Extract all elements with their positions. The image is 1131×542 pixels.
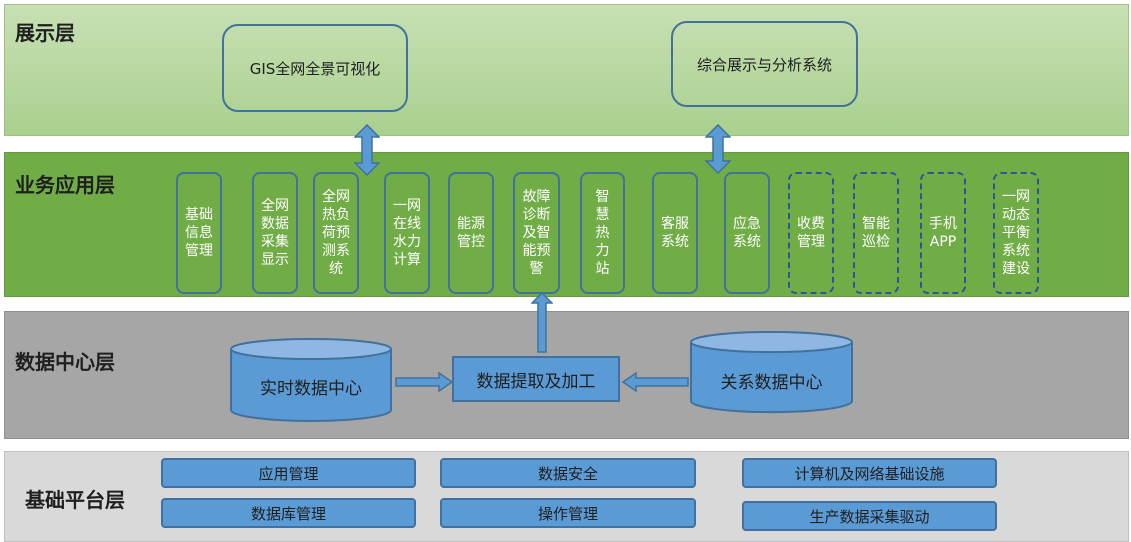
production-data-driver-button[interactable]: 生产数据采集驱动 bbox=[742, 501, 997, 531]
business-item-label: 全网 热负 荷预 测系 统 bbox=[322, 189, 350, 277]
business-item-label: 全网 数据 采集 显示 bbox=[261, 198, 289, 268]
business-item[interactable]: 收费 管理 bbox=[788, 172, 834, 294]
business-item-label: 智能 巡检 bbox=[862, 216, 890, 250]
datacenter-layer-title: 数据中心层 bbox=[15, 350, 115, 374]
business-item[interactable]: 智能 巡检 bbox=[853, 172, 899, 294]
app-management-button[interactable]: 应用管理 bbox=[161, 458, 416, 488]
business-item[interactable]: 客服 系统 bbox=[652, 172, 698, 294]
business-item-label: 能源 管控 bbox=[457, 216, 485, 250]
presentation-layer-title: 展示层 bbox=[15, 21, 75, 45]
business-item-label: 一网 动态 平衡 系统 建设 bbox=[1002, 189, 1030, 277]
gis-visualization-box[interactable]: GIS全网全景可视化 bbox=[222, 24, 408, 112]
app-management-label: 应用管理 bbox=[258, 464, 319, 483]
business-item[interactable]: 全网 热负 荷预 测系 统 bbox=[313, 172, 359, 294]
data-extraction-box[interactable]: 数据提取及加工 bbox=[452, 356, 620, 402]
operation-management-label: 操作管理 bbox=[537, 504, 598, 523]
business-item[interactable]: 基础 信息 管理 bbox=[176, 172, 222, 294]
data-security-button[interactable]: 数据安全 bbox=[440, 458, 696, 488]
business-item-label: 手机 APP bbox=[929, 216, 957, 250]
business-item-label: 应急 系统 bbox=[733, 216, 761, 250]
production-data-driver-label: 生产数据采集驱动 bbox=[809, 507, 930, 526]
presentation-layer: 展示层 bbox=[4, 4, 1129, 136]
network-infrastructure-label: 计算机及网络基础设施 bbox=[794, 464, 945, 483]
business-layer-title: 业务应用层 bbox=[15, 173, 115, 197]
comprehensive-analysis-box[interactable]: 综合展示与分析系统 bbox=[671, 21, 858, 107]
business-item-label: 智 慧 热 力 站 bbox=[595, 189, 610, 277]
business-item-label: 故障 诊断 及智 能预 警 bbox=[522, 189, 551, 277]
gis-visualization-label: GIS全网全景可视化 bbox=[249, 59, 381, 78]
comprehensive-analysis-label: 综合展示与分析系统 bbox=[696, 55, 832, 74]
operation-management-button[interactable]: 操作管理 bbox=[440, 498, 696, 528]
business-item[interactable]: 应急 系统 bbox=[724, 172, 770, 294]
relational-cylinder-icon bbox=[690, 331, 853, 414]
business-item-label: 客服 系统 bbox=[661, 216, 689, 250]
database-management-label: 数据库管理 bbox=[250, 504, 326, 523]
business-item[interactable]: 智 慧 热 力 站 bbox=[580, 172, 625, 294]
left-arrow-icon bbox=[622, 372, 689, 392]
data-security-label: 数据安全 bbox=[537, 464, 598, 483]
realtime-data-center[interactable]: 实时数据中心 bbox=[229, 337, 393, 423]
business-item-label: 基础 信息 管理 bbox=[185, 207, 213, 259]
relational-data-center-label: 关系数据中心 bbox=[720, 373, 823, 393]
business-item[interactable]: 一网 动态 平衡 系统 建设 bbox=[993, 172, 1039, 294]
business-item[interactable]: 故障 诊断 及智 能预 警 bbox=[513, 172, 560, 294]
business-item[interactable]: 全网 数据 采集 显示 bbox=[252, 172, 298, 294]
business-item-label: 一网 在线 水力 计算 bbox=[393, 198, 421, 268]
database-management-button[interactable]: 数据库管理 bbox=[161, 498, 416, 528]
platform-layer-title: 基础平台层 bbox=[25, 488, 125, 512]
realtime-cylinder-icon bbox=[230, 338, 392, 422]
business-item[interactable]: 一网 在线 水力 计算 bbox=[384, 172, 430, 294]
network-infrastructure-button[interactable]: 计算机及网络基础设施 bbox=[742, 458, 997, 488]
business-item-label: 收费 管理 bbox=[797, 216, 825, 250]
double-arrow-left-icon bbox=[354, 124, 380, 176]
double-arrow-right-icon bbox=[705, 124, 731, 174]
data-extraction-label: 数据提取及加工 bbox=[476, 371, 596, 392]
business-item[interactable]: 手机 APP bbox=[920, 172, 966, 294]
realtime-data-center-label: 实时数据中心 bbox=[260, 379, 362, 399]
relational-data-center[interactable]: 关系数据中心 bbox=[689, 330, 854, 414]
business-item[interactable]: 能源 管控 bbox=[448, 172, 494, 294]
up-arrow-icon bbox=[531, 292, 553, 353]
business-layer: 业务应用层 bbox=[4, 152, 1129, 297]
right-arrow-icon bbox=[395, 372, 453, 392]
